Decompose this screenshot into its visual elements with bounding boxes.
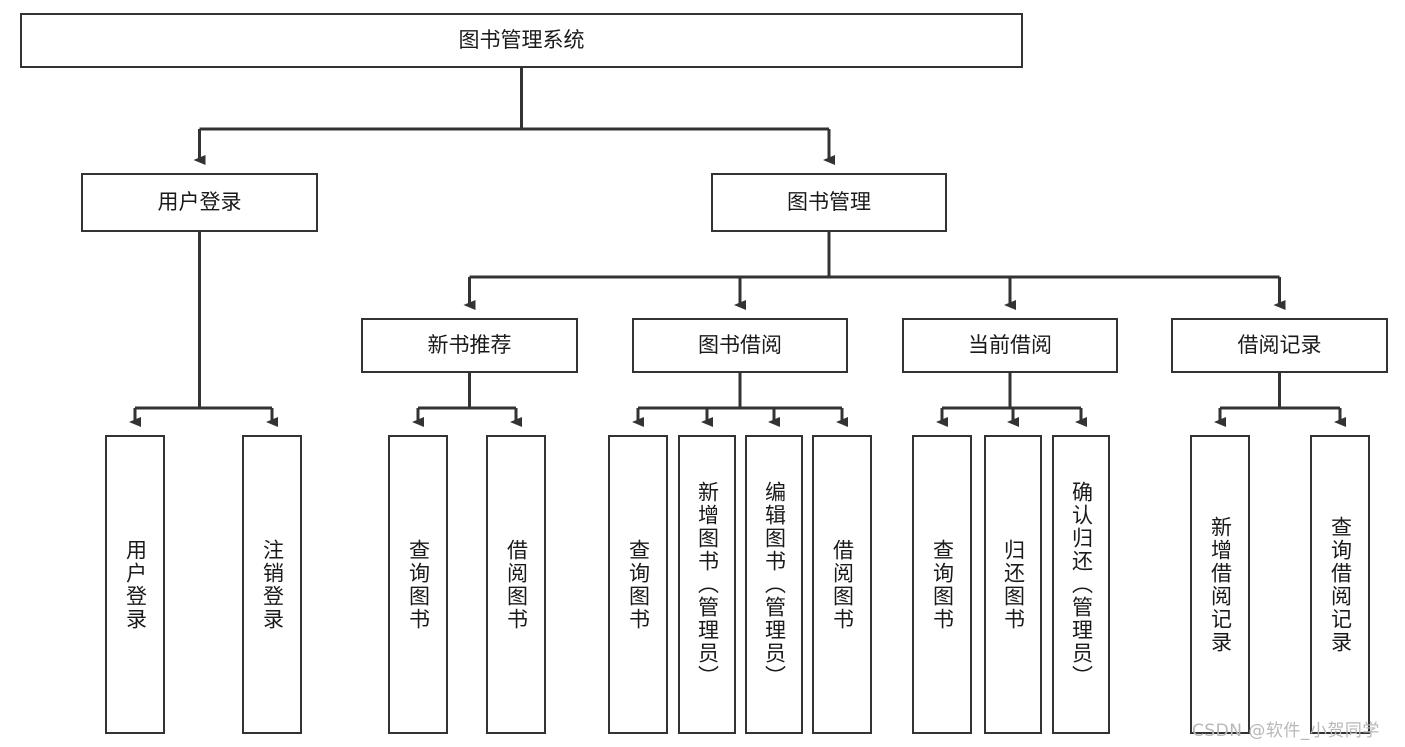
node-leaf-query-book-1[interactable]: 查询图书: [388, 435, 448, 734]
node-label: 注销登录: [260, 538, 285, 631]
node-label: 用户登录: [123, 538, 148, 631]
node-leaf-edit-book[interactable]: 编辑图书（管理员）: [745, 435, 803, 734]
node-current-borrow[interactable]: 当前借阅: [902, 318, 1118, 373]
node-leaf-query-book-3[interactable]: 查询图书: [912, 435, 972, 734]
node-label: 查询借阅记录: [1328, 515, 1353, 654]
node-label: 查询图书: [930, 538, 955, 631]
node-book-manage[interactable]: 图书管理: [711, 173, 947, 232]
node-label: 查询图书: [626, 538, 651, 631]
node-label: 用户登录: [157, 190, 242, 215]
node-leaf-query-book-2[interactable]: 查询图书: [608, 435, 668, 734]
node-label: 图书借阅: [698, 333, 782, 358]
node-label: 编辑图书（管理员）: [762, 481, 787, 688]
node-leaf-borrow-book-2[interactable]: 借阅图书: [812, 435, 872, 734]
node-label: 借阅记录: [1237, 333, 1322, 358]
node-label: 当前借阅: [968, 333, 1052, 358]
node-label: 确认归还（管理员）: [1069, 481, 1094, 688]
node-leaf-user-logout[interactable]: 注销登录: [242, 435, 302, 734]
node-label: 新增图书（管理员）: [695, 481, 720, 688]
node-leaf-add-borrow-record[interactable]: 新增借阅记录: [1190, 435, 1250, 734]
node-label: 图书管理: [787, 190, 871, 215]
node-leaf-add-book[interactable]: 新增图书（管理员）: [678, 435, 736, 734]
watermark-text: CSDN @软件_小贺同学: [1192, 721, 1380, 741]
node-label: 借阅图书: [504, 538, 529, 631]
node-new-book-recommend[interactable]: 新书推荐: [361, 318, 578, 373]
node-leaf-user-login[interactable]: 用户登录: [105, 435, 165, 734]
node-label: 图书管理系统: [458, 28, 585, 53]
node-label: 借阅图书: [830, 538, 855, 631]
node-label: 查询图书: [406, 538, 431, 631]
node-label: 新书推荐: [427, 333, 512, 358]
node-leaf-confirm-return[interactable]: 确认归还（管理员）: [1052, 435, 1110, 734]
node-user-login[interactable]: 用户登录: [81, 173, 318, 232]
node-label: 归还图书: [1001, 538, 1026, 631]
node-leaf-query-borrow-record[interactable]: 查询借阅记录: [1310, 435, 1370, 734]
node-leaf-borrow-book-1[interactable]: 借阅图书: [486, 435, 546, 734]
node-borrow-record[interactable]: 借阅记录: [1171, 318, 1388, 373]
node-root[interactable]: 图书管理系统: [20, 13, 1023, 68]
node-label: 新增借阅记录: [1208, 515, 1233, 654]
node-book-borrow[interactable]: 图书借阅: [632, 318, 848, 373]
node-leaf-return-book[interactable]: 归还图书: [984, 435, 1042, 734]
